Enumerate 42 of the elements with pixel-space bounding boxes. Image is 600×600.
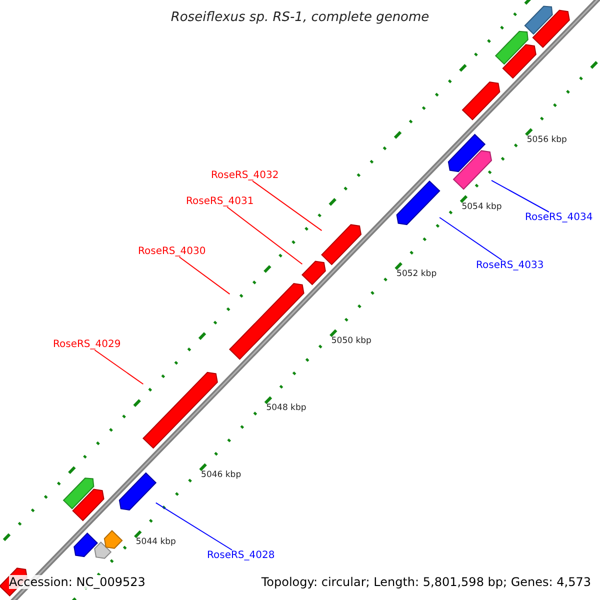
accession-text: Accession: NC_009523 — [9, 575, 146, 589]
scale-label: 5046 kbp — [201, 470, 242, 480]
scale-label: 5056 kbp — [526, 135, 567, 145]
title: Roseiflexus sp. RS-1, complete genome — [170, 10, 430, 25]
scale-label: 5052 kbp — [396, 269, 437, 280]
scale-label: 5050 kbp — [331, 336, 372, 346]
gene-bar — [104, 530, 123, 549]
gene-label: RoseRS_4029 — [53, 339, 121, 350]
gene-bar — [118, 472, 157, 511]
gene-bar — [448, 134, 486, 172]
genome-info-text: Topology: circular; Length: 5,801,598 bp; Genes: 4,573 — [261, 575, 591, 589]
scale-label: 5048 kbp — [266, 403, 306, 414]
leader-line — [178, 256, 230, 295]
gene-label: RoseRS_4033 — [476, 260, 544, 271]
gene-bar — [62, 478, 94, 510]
gene-bar — [142, 372, 218, 449]
leader-line — [94, 350, 144, 385]
gene-label: RoseRS_4028 — [207, 550, 275, 561]
leader-line — [226, 206, 303, 265]
gene-label: RoseRS_4031 — [186, 196, 254, 207]
gene-bar — [302, 260, 326, 286]
gene-bar — [532, 10, 570, 48]
scale-label: 5044 kbp — [136, 537, 176, 548]
gene-bar — [452, 150, 492, 190]
leader-line — [155, 502, 232, 550]
gene-bar — [462, 81, 500, 120]
gene-bar — [494, 30, 528, 65]
gene-bar — [502, 44, 536, 79]
gene-bar — [74, 532, 98, 558]
leader-line — [439, 217, 502, 260]
gene-label: RoseRS_4030 — [138, 246, 206, 257]
gene-label: RoseRS_4034 — [525, 212, 593, 223]
gene-bar — [396, 180, 440, 226]
scale-label: 5054 kbp — [462, 202, 502, 212]
leader-line — [491, 180, 550, 212]
gene-bar — [229, 282, 304, 360]
gene-bar — [94, 542, 112, 559]
gene-label: RoseRS_4032 — [211, 170, 279, 181]
gene-bar — [72, 488, 104, 522]
gene-bar — [524, 6, 553, 35]
leader-line — [252, 180, 322, 232]
gene-bar — [321, 224, 362, 266]
